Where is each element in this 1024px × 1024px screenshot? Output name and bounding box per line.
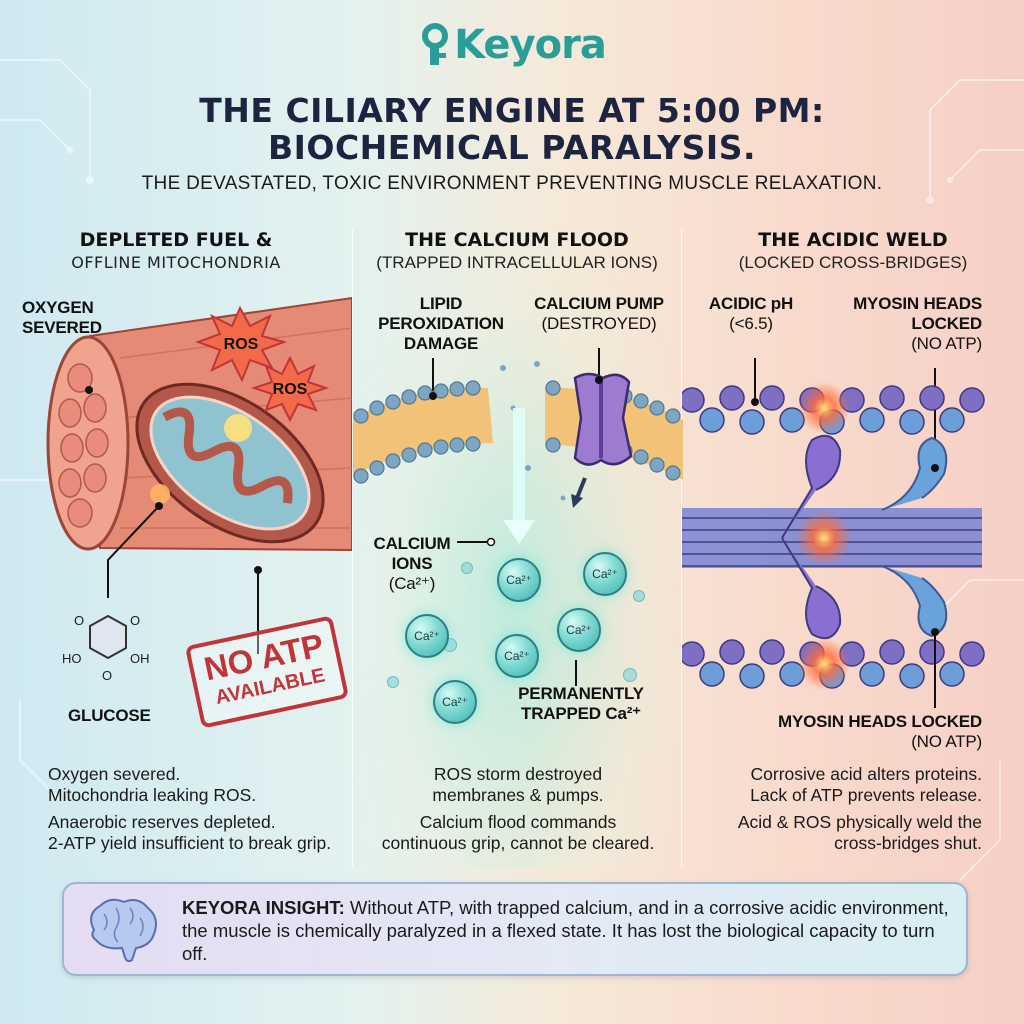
glucose-molecule-icon xyxy=(89,614,127,660)
svg-text:O: O xyxy=(130,613,140,628)
ros-burst-icon xyxy=(195,305,288,383)
membrane-illustration xyxy=(353,348,683,544)
panel-subheading: (LOCKED CROSS-BRIDGES) xyxy=(738,253,968,272)
insight-body: Without ATP, with trapped calcium, and i… xyxy=(182,897,949,964)
muscle-fiber-illustration: ROS ROS O O HO OH O xyxy=(46,296,352,683)
panel-heading: THE ACIDIC WELD xyxy=(758,229,948,251)
panel-description: Oxygen severed.Mitochondria leaking ROS.… xyxy=(48,764,332,853)
page-subtitle: THE DEVASTATED, TOXIC ENVIRONMENT PREVEN… xyxy=(141,173,883,194)
key-icon xyxy=(422,23,449,65)
panel-header: THE ACIDIC WELD (LOCKED CROSS-BRIDGES) xyxy=(682,228,1024,274)
title-line-2: BIOCHEMICAL PARALYSIS. xyxy=(267,128,757,167)
brand-name: Keyora xyxy=(454,22,607,68)
panel-depleted-fuel: DEPLETED FUEL & OFFLINE MITOCHONDRIA OXY… xyxy=(0,228,352,868)
panel-acidic-weld: THE ACIDIC WELD (LOCKED CROSS-BRIDGES) A… xyxy=(682,228,1024,868)
insight-label: KEYORA INSIGHT: xyxy=(182,897,345,918)
panel-header: THE CALCIUM FLOOD (TRAPPED INTRACELLULAR… xyxy=(353,228,681,274)
keyora-insight-box: KEYORA INSIGHT: Without ATP, with trappe… xyxy=(62,882,968,976)
svg-text:OH: OH xyxy=(130,651,150,666)
ros-burst-icon xyxy=(250,355,330,423)
panel-heading: THE CALCIUM FLOOD xyxy=(405,229,629,251)
panel-description: Corrosive acid alters proteins.Lack of A… xyxy=(737,764,982,853)
title-line-1: THE CILIARY ENGINE AT 5:00 PM: xyxy=(199,91,825,130)
panel-heading: DEPLETED FUEL & xyxy=(79,229,273,251)
svg-text:O: O xyxy=(102,668,112,683)
panel-calcium-flood: THE CALCIUM FLOOD (TRAPPED INTRACELLULAR… xyxy=(352,228,683,868)
brand-logo: Keyora xyxy=(0,22,1024,68)
svg-text:O: O xyxy=(74,613,84,628)
calcium-ion-icon: Ca²⁺ xyxy=(495,634,539,678)
calcium-ion-icon: Ca²⁺ xyxy=(583,552,627,596)
calcium-ion-icon: Ca²⁺ xyxy=(405,614,449,658)
panel-header: DEPLETED FUEL & OFFLINE MITOCHONDRIA xyxy=(0,228,352,274)
calcium-ion-icon: Ca²⁺ xyxy=(433,680,477,724)
label-calcium-pump: CALCIUM PUMP(DESTROYED) xyxy=(534,294,664,333)
page-title: THE CILIARY ENGINE AT 5:00 PM: BIOCHEMIC… xyxy=(0,92,1024,166)
calcium-ion-icon: Ca²⁺ xyxy=(497,558,541,602)
label-acidic-ph: ACIDIC pH(<6.5) xyxy=(708,294,794,333)
calcium-ion-icon: Ca²⁺ xyxy=(557,608,601,652)
label-myosin-heads-locked-bottom: MYOSIN HEADS LOCKED(NO ATP) xyxy=(778,712,982,751)
svg-text:ROS: ROS xyxy=(224,336,259,353)
panel-subheading: OFFLINE MITOCHONDRIA xyxy=(71,253,281,272)
panel-subheading: (TRAPPED INTRACELLULAR IONS) xyxy=(376,253,658,272)
insight-text: KEYORA INSIGHT: Without ATP, with trappe… xyxy=(182,896,952,965)
svg-text:ROS: ROS xyxy=(273,381,308,398)
cross-bridge-illustration xyxy=(682,358,985,708)
leader-line xyxy=(575,660,577,686)
leader-line xyxy=(457,537,496,547)
brain-icon xyxy=(90,898,157,963)
svg-text:HO: HO xyxy=(62,651,82,666)
label-glucose: GLUCOSE xyxy=(68,706,151,725)
